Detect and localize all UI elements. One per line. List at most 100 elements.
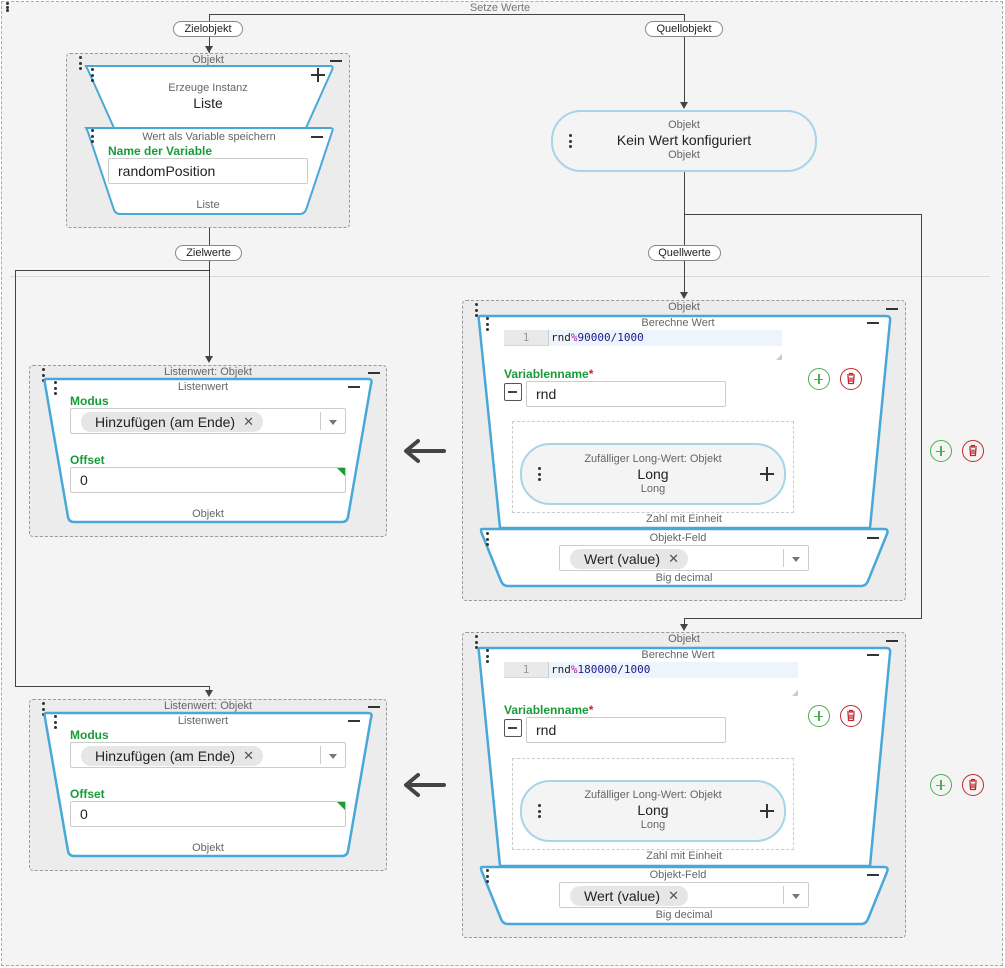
- connector-line: [15, 686, 210, 687]
- collapse-icon[interactable]: [886, 640, 898, 642]
- clear-x-icon[interactable]: ✕: [668, 551, 679, 566]
- resize-handle[interactable]: [792, 690, 798, 696]
- field-select[interactable]: Wert (value)✕: [559, 882, 809, 908]
- variable-input[interactable]: rnd: [526, 717, 726, 743]
- random-value: Long: [637, 802, 669, 818]
- kebab-menu-icon[interactable]: [52, 381, 58, 395]
- collapse-icon[interactable]: [311, 136, 323, 138]
- trash-icon[interactable]: [840, 368, 862, 390]
- mode-select[interactable]: Hinzufügen (am Ende)✕: [70, 408, 346, 434]
- kebab-menu-icon[interactable]: [89, 129, 95, 143]
- random-sub: Long: [640, 483, 666, 495]
- create-caption: Erzeuge Instanz: [168, 82, 248, 94]
- create-value: Liste: [193, 95, 223, 111]
- kebab-menu-icon[interactable]: [484, 649, 490, 663]
- source-bottom-label: Objekt: [668, 149, 700, 161]
- random-sub: Long: [640, 819, 666, 831]
- container-title: Setze Werte: [469, 2, 531, 14]
- kebab-menu-icon[interactable]: [484, 317, 490, 331]
- code-editor[interactable]: 1 rnd%180000/1000: [504, 662, 798, 680]
- field-footer: Big decimal: [655, 572, 713, 584]
- remove-variable-icon[interactable]: [504, 719, 522, 737]
- field-footer: Big decimal: [655, 909, 713, 921]
- source-top-label: Objekt: [668, 119, 700, 131]
- kebab-menu-icon[interactable]: [89, 68, 95, 82]
- compute-caption: Berechne Wert: [641, 317, 715, 329]
- kebab-menu-icon[interactable]: [536, 804, 542, 818]
- clear-x-icon[interactable]: ✕: [668, 888, 679, 903]
- connector-line: [209, 228, 210, 358]
- trash-icon[interactable]: [840, 705, 862, 727]
- offset-input[interactable]: 0: [70, 801, 346, 827]
- line-number: 1: [504, 662, 548, 678]
- clear-x-icon[interactable]: ✕: [243, 748, 255, 763]
- add-circle-icon[interactable]: [808, 368, 830, 390]
- collapse-icon[interactable]: [368, 706, 380, 708]
- store-footer: Liste: [196, 199, 220, 211]
- select-separator: [320, 746, 321, 764]
- chevron-down-icon[interactable]: [329, 754, 337, 759]
- collapse-icon[interactable]: [867, 874, 879, 876]
- unit-box: [512, 758, 794, 850]
- clear-x-icon[interactable]: ✕: [243, 414, 255, 429]
- offset-label: Offset: [70, 453, 105, 467]
- mode-select[interactable]: Hinzufügen (am Ende)✕: [70, 742, 346, 768]
- arrow-down-icon: [680, 292, 688, 299]
- collapse-icon[interactable]: [348, 720, 360, 722]
- kebab-menu-icon[interactable]: [484, 532, 490, 546]
- plus-icon[interactable]: [760, 467, 774, 481]
- kebab-menu-icon[interactable]: [52, 715, 58, 729]
- connector-line: [209, 686, 210, 690]
- kebab-menu-icon[interactable]: [473, 303, 479, 317]
- random-long-node[interactable]: [520, 443, 786, 505]
- kebab-menu-icon[interactable]: [4, 2, 10, 12]
- kebab-menu-icon[interactable]: [567, 134, 573, 148]
- remove-variable-icon[interactable]: [504, 383, 522, 401]
- source-value: Kein Wert konfiguriert: [616, 132, 752, 148]
- variable-label: Variablenname*: [504, 703, 593, 717]
- random-long-node[interactable]: [520, 780, 786, 842]
- field-value: Wert (value): [584, 551, 660, 567]
- arrow-down-icon: [205, 46, 213, 53]
- unit-label: Zahl mit Einheit: [646, 513, 722, 525]
- connector-line: [684, 618, 685, 624]
- code-line[interactable]: rnd%90000/1000: [548, 330, 782, 346]
- variable-name-input[interactable]: randomPosition: [108, 158, 308, 184]
- resize-handle[interactable]: [776, 354, 782, 360]
- code-editor[interactable]: 1 rnd%90000/1000: [504, 330, 782, 348]
- add-circle-icon[interactable]: [930, 774, 952, 796]
- collapse-icon[interactable]: [867, 537, 879, 539]
- required-marker: *: [588, 703, 594, 717]
- collapse-icon[interactable]: [886, 308, 898, 310]
- kebab-menu-icon[interactable]: [40, 368, 46, 382]
- line-number: 1: [504, 330, 548, 346]
- code-line[interactable]: rnd%180000/1000: [548, 662, 798, 678]
- chevron-down-icon[interactable]: [792, 894, 800, 899]
- kebab-menu-icon[interactable]: [484, 869, 490, 883]
- kebab-menu-icon[interactable]: [40, 702, 46, 716]
- collapse-icon[interactable]: [368, 372, 380, 374]
- collapse-icon[interactable]: [867, 322, 879, 324]
- offset-input[interactable]: 0: [70, 467, 346, 493]
- unit-box: [512, 421, 794, 513]
- field-select[interactable]: Wert (value) ✕: [559, 545, 809, 571]
- variable-input[interactable]: rnd: [526, 381, 726, 407]
- trash-icon[interactable]: [962, 774, 984, 796]
- add-circle-icon[interactable]: [930, 440, 952, 462]
- plus-icon[interactable]: [311, 68, 325, 82]
- source-object-node[interactable]: [551, 110, 817, 172]
- plus-icon[interactable]: [760, 804, 774, 818]
- list-value-footer: Objekt: [192, 842, 224, 854]
- kebab-menu-icon[interactable]: [77, 56, 83, 70]
- collapse-icon[interactable]: [330, 60, 342, 62]
- collapse-icon[interactable]: [867, 654, 879, 656]
- code-var: rnd: [551, 663, 571, 676]
- chevron-down-icon[interactable]: [329, 420, 337, 425]
- kebab-menu-icon[interactable]: [473, 635, 479, 649]
- trash-icon[interactable]: [962, 440, 984, 462]
- field-chip: Wert (value)✕: [570, 886, 688, 906]
- kebab-menu-icon[interactable]: [536, 467, 542, 481]
- collapse-icon[interactable]: [348, 386, 360, 388]
- add-circle-icon[interactable]: [808, 705, 830, 727]
- chevron-down-icon[interactable]: [792, 557, 800, 562]
